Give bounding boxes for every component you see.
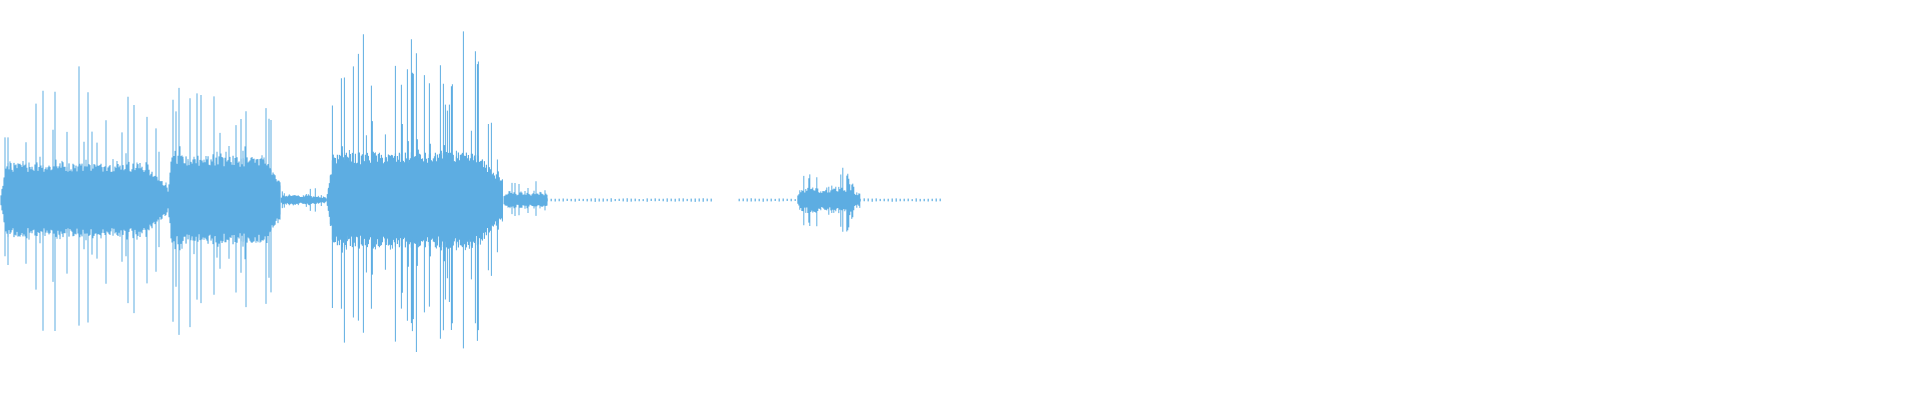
- waveform-path: [738, 198, 796, 202]
- waveform-path: [797, 167, 861, 232]
- waveform-path: [546, 198, 712, 202]
- waveform-trace: [0, 31, 941, 352]
- waveform-segment: [859, 198, 941, 202]
- waveform-segment: [326, 31, 503, 352]
- waveform-segment: [797, 167, 861, 232]
- waveform-body: [0, 162, 168, 238]
- waveform-segment: [0, 66, 168, 331]
- waveform-segment: [167, 87, 281, 335]
- waveform-body: [326, 152, 503, 248]
- waveform-path: [859, 198, 941, 202]
- waveform-path: [503, 181, 548, 216]
- waveform-segment: [738, 198, 796, 202]
- waveform-path: [280, 188, 327, 212]
- waveform-segment: [280, 188, 327, 212]
- waveform-segment: [546, 198, 712, 202]
- waveform-segment: [503, 181, 548, 216]
- waveform-body: [167, 155, 281, 245]
